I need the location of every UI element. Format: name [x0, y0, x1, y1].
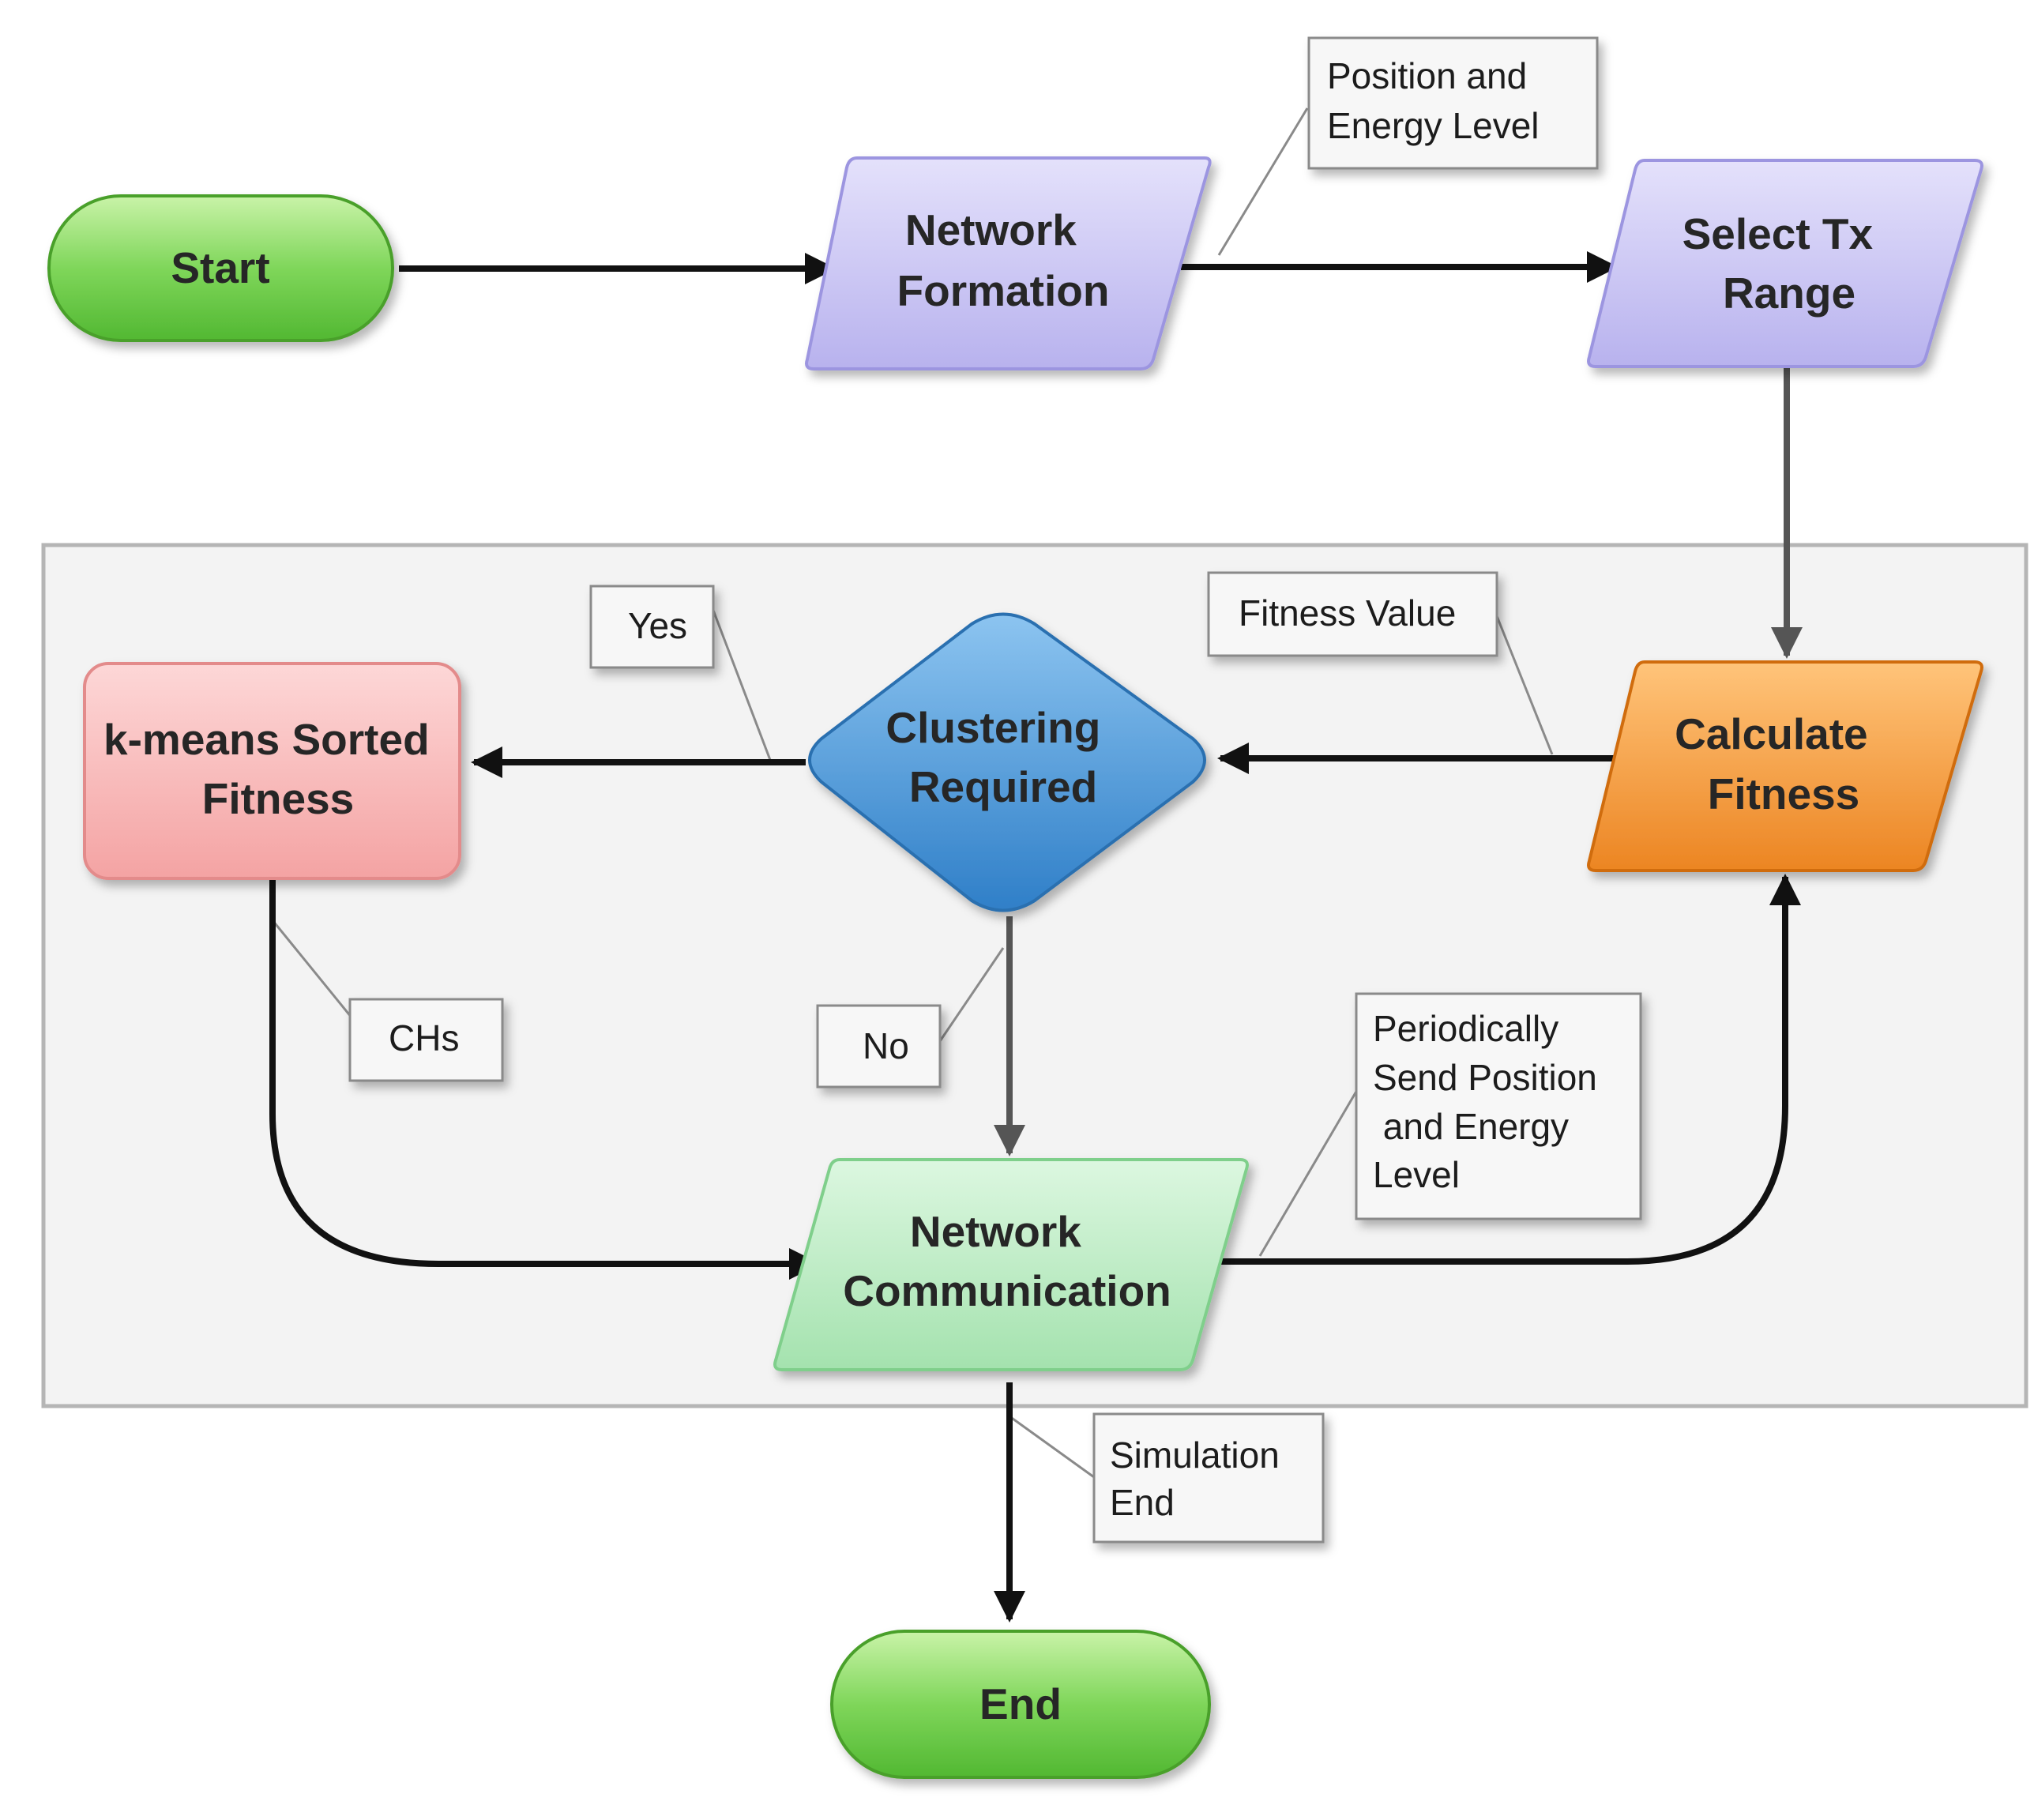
kmeans-sorted-fitness-node [83, 662, 461, 880]
calculate-fitness-line-2: Fitness [1708, 769, 1860, 818]
calculate-fitness-line-1: Calculate [1675, 709, 1868, 758]
note-no-box [816, 1004, 942, 1089]
kmeans-sorted-fitness-label: k-means Sorted Fitness [103, 715, 442, 823]
leader-periodically [1258, 1089, 1359, 1257]
leader-simulation-end [1009, 1415, 1095, 1479]
note-chs: CHs [389, 1017, 459, 1059]
leader-position-energy [1217, 107, 1309, 256]
end-node [830, 1630, 1211, 1779]
kmeans-line-1: k-means Sorted [103, 715, 430, 764]
note-periodically-line-3: and Energy [1373, 1106, 1569, 1147]
select-tx-range-node [1587, 159, 1983, 368]
note-simulation-end-box [1092, 1412, 1325, 1544]
network-formation-node [805, 156, 1212, 370]
note-chs-box [348, 998, 504, 1082]
note-position-energy-box [1307, 36, 1599, 170]
leader-yes [711, 607, 772, 761]
note-periodically: Periodically Send Position and Energy Le… [1373, 1008, 1597, 1195]
network-formation-label: Network Formation [897, 205, 1110, 315]
note-position-energy-line-1: Position and [1327, 55, 1527, 96]
note-periodically-box [1355, 992, 1642, 1220]
note-position-energy: Position and Energy Level [1327, 55, 1540, 146]
note-simulation-end: Simulation End [1110, 1435, 1290, 1523]
note-simulation-end-line-1: Simulation [1110, 1435, 1280, 1476]
arrow-kmeans-to-communication [269, 878, 821, 1280]
note-yes-box [589, 585, 715, 669]
network-formation-line-2: Formation [897, 266, 1110, 315]
note-periodically-line-2: Send Position [1373, 1057, 1597, 1098]
arrow-communication-to-fitness [1189, 874, 1801, 1265]
leader-fitness-value [1495, 615, 1554, 755]
network-communication-line-2: Communication [843, 1266, 1171, 1315]
leader-no [938, 947, 1005, 1042]
network-communication-node [773, 1158, 1249, 1371]
start-label: Start [171, 243, 269, 292]
note-fitness-value: Fitness Value [1239, 592, 1456, 634]
note-yes: Yes [628, 605, 687, 646]
note-position-energy-line-2: Energy Level [1327, 105, 1540, 146]
note-no: No [863, 1025, 909, 1066]
note-periodically-line-4: Level [1373, 1154, 1460, 1195]
select-tx-range-label: Select Tx Range [1682, 209, 1885, 318]
leader-chs [271, 919, 353, 1018]
network-communication-line-1: Network [910, 1207, 1081, 1256]
end-label: End [979, 1679, 1062, 1728]
select-tx-range-line-1: Select Tx [1682, 209, 1874, 258]
calculate-fitness-label: Calculate Fitness [1675, 709, 1880, 818]
clustering-required-node [808, 612, 1206, 912]
note-simulation-end-line-2: End [1110, 1482, 1175, 1523]
clustering-required-line-1: Clustering [885, 703, 1100, 752]
kmeans-line-2: Fitness [202, 774, 355, 823]
note-periodically-line-1: Periodically [1373, 1008, 1558, 1049]
callout-leaders [271, 107, 1554, 1479]
callout-boxes [348, 36, 1642, 1544]
clustering-required-label: Clustering Required [885, 703, 1112, 811]
note-fitness-value-box [1207, 571, 1498, 657]
network-communication-label: Network Communication [843, 1207, 1171, 1315]
connectors [269, 251, 1803, 1623]
network-formation-line-1: Network [905, 205, 1077, 254]
calculate-fitness-node [1587, 660, 1983, 872]
start-node [47, 194, 394, 342]
clustering-required-line-2: Required [909, 762, 1097, 811]
select-tx-range-line-2: Range [1723, 269, 1855, 318]
